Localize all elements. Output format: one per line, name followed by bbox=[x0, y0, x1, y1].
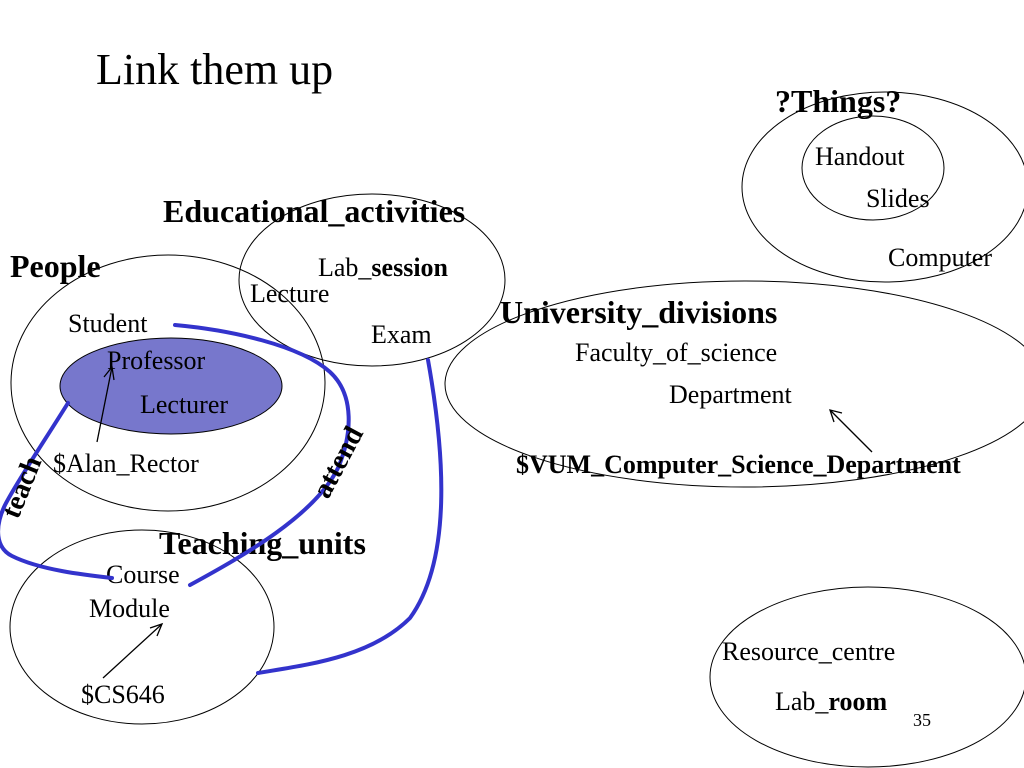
university-divisions-ellipse bbox=[444, 280, 1024, 488]
resource-centre-label: Resource_centre bbox=[722, 637, 895, 666]
alan-instance-arrow bbox=[96, 366, 113, 443]
professor-lecturer-ellipse bbox=[59, 337, 283, 435]
teach-link bbox=[0, 401, 114, 580]
attend-relation-label: attend bbox=[307, 421, 370, 503]
page-number: 35 bbox=[913, 710, 931, 730]
handout-slides-ellipse bbox=[801, 115, 945, 221]
lab-room-suffix: room bbox=[828, 687, 887, 716]
university-divisions-label: University_divisions bbox=[500, 294, 777, 330]
lab-session-suffix: session bbox=[371, 253, 448, 282]
things-label: ?Things? bbox=[775, 83, 901, 119]
faculty-of-science-label: Faculty_of_science bbox=[575, 338, 777, 367]
handout-label: Handout bbox=[815, 142, 905, 171]
educational-activities-label: Educational_activities bbox=[163, 193, 465, 229]
people-label: People bbox=[10, 248, 101, 284]
exam-unit-link bbox=[256, 358, 444, 675]
student-label: Student bbox=[68, 309, 148, 338]
module-label: Module bbox=[89, 594, 170, 623]
computer-label: Computer bbox=[888, 243, 992, 272]
cs646-instance-arrow bbox=[102, 623, 163, 679]
exam-label: Exam bbox=[371, 320, 432, 349]
people-ellipse bbox=[10, 254, 326, 512]
slides-label: Slides bbox=[866, 184, 930, 213]
lab-session-prefix: Lab_ bbox=[318, 253, 372, 282]
lab-room-prefix: Lab_ bbox=[775, 687, 829, 716]
slide-title: Link them up bbox=[96, 45, 333, 94]
professor-label: Professor bbox=[107, 346, 206, 375]
course-label: Course bbox=[106, 560, 180, 589]
teach-relation-label: teach bbox=[0, 452, 49, 523]
things-ellipse bbox=[741, 91, 1024, 283]
attend-link bbox=[173, 323, 351, 587]
cs646-instance-arrowhead bbox=[149, 622, 164, 637]
department-label: Department bbox=[669, 380, 793, 409]
lecturer-label: Lecturer bbox=[140, 390, 228, 419]
alan-rector-label: $Alan_Rector bbox=[53, 449, 199, 478]
alan-instance-arrowhead bbox=[103, 365, 115, 381]
vum-instance-arrowhead bbox=[829, 409, 843, 423]
vum-instance-arrow bbox=[829, 409, 873, 453]
resource-centre-ellipse bbox=[709, 586, 1024, 768]
lab-session-label: Lab_session bbox=[318, 253, 449, 282]
vum-cs-department-label: $VUM_Computer_Science_Department bbox=[516, 450, 961, 479]
teaching-units-ellipse bbox=[9, 529, 275, 725]
cs646-label: $CS646 bbox=[81, 680, 165, 709]
lecture-label: Lecture bbox=[250, 279, 329, 308]
lab-room-label: Lab_room bbox=[775, 687, 887, 716]
educational-activities-ellipse bbox=[238, 193, 506, 367]
